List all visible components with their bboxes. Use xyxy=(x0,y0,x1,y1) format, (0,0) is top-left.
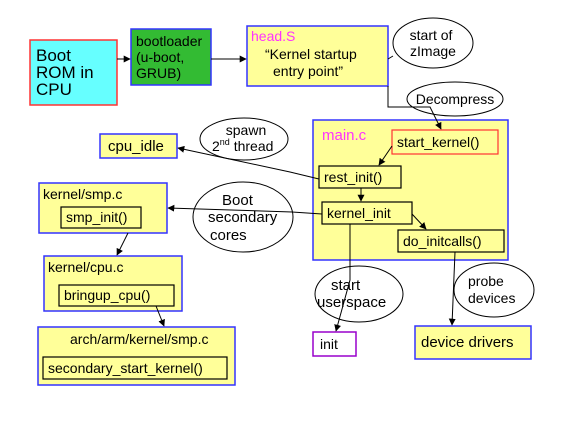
annotation-line: start of xyxy=(410,27,453,43)
start-userspace-annotation: start userspace xyxy=(314,265,404,323)
boot-rom-line: ROM in xyxy=(36,63,94,82)
secondary-start-kernel-label: secondary_start_kernel() xyxy=(48,360,203,376)
arch-arm-smp-title: arch/arm/kernel/smp.c xyxy=(70,331,208,347)
annotation-ellipse xyxy=(199,117,289,161)
arrow-kernel-init-to-do-initcalls xyxy=(411,213,427,230)
svg-text:2nd thread: 2nd thread xyxy=(212,137,273,154)
boot-rom-node: Boot ROM in CPU xyxy=(29,39,118,106)
bootloader-line: bootloader xyxy=(136,33,203,49)
annotation-line: Boot xyxy=(222,192,254,209)
svg-text:Boot secondary cor: Boot secondary cores xyxy=(208,192,281,244)
annotation-ellipse xyxy=(453,262,535,318)
svg-text:start userspace: start userspace xyxy=(317,277,386,311)
arrow-smp-init-to-kernel-cpu xyxy=(116,232,129,256)
kernel-init-box xyxy=(321,201,413,225)
svg-text:probe devices: probe devices xyxy=(468,273,515,306)
device-drivers-label: device drivers xyxy=(421,334,514,351)
svg-text:Boot ROM in CPU: Boot ROM in CPU xyxy=(36,46,98,99)
init-box xyxy=(312,331,357,357)
arrow-head-to-start-kernel xyxy=(387,86,442,130)
bringup-cpu-box xyxy=(58,284,175,307)
bootloader-box xyxy=(130,28,212,86)
annotation-line: spawn xyxy=(226,122,266,138)
annotation-line: Decompress xyxy=(416,91,495,107)
boot-rom-line: Boot xyxy=(36,46,71,65)
annotation-line: userspace xyxy=(317,294,386,311)
kernel-cpu-node: kernel/cpu.c bringup_cpu() xyxy=(43,255,183,312)
arrow-kernel-init-to-smp-init xyxy=(167,204,323,215)
probe-devices-annotation: probe devices xyxy=(453,262,535,318)
kernel-init-label: kernel_init xyxy=(327,205,391,221)
cpu-idle-label: cpu_idle xyxy=(108,138,164,155)
arrow-rest-init-to-cpu-idle xyxy=(177,145,320,180)
main-c-title: main.c xyxy=(322,127,367,144)
bootloader-line: GRUB) xyxy=(136,65,181,81)
device-drivers-box xyxy=(414,325,532,360)
head-s-box xyxy=(246,25,389,87)
arrow-kernel-init-to-init xyxy=(334,224,351,332)
head-s-line: entry point” xyxy=(273,63,343,79)
start-kernel-box xyxy=(391,129,499,155)
spawn-thread-annotation: spawn 2nd thread xyxy=(199,117,289,161)
connectors xyxy=(116,55,456,332)
cpu-idle-node: cpu_idle xyxy=(99,133,178,159)
kernel-smp-node: kernel/smp.c smp_init() xyxy=(38,182,168,234)
do-initcalls-label: do_initcalls() xyxy=(403,233,482,249)
main-c-node: main.c start_kernel() rest_init() kernel… xyxy=(312,119,509,261)
rest-init-label: rest_init() xyxy=(324,169,382,185)
annotation-ellipse xyxy=(314,265,404,323)
annotation-line: probe xyxy=(468,273,504,289)
annotation-ellipse xyxy=(392,17,474,69)
smp-init-box xyxy=(60,206,142,229)
annotation-line: thread xyxy=(230,138,274,154)
annotation-line: secondary xyxy=(208,209,278,226)
svg-text:“Kernel startup entry po: “Kernel startup entry point” xyxy=(265,46,361,79)
start-of-zimage-annotation: start of zImage xyxy=(392,17,474,69)
secondary-start-kernel-box xyxy=(42,356,228,380)
smp-init-label: smp_init() xyxy=(66,209,127,225)
arrow-do-initcalls-to-drivers xyxy=(448,251,456,326)
svg-text:spawn: spawn xyxy=(226,122,266,138)
boot-secondary-annotation: Boot secondary cores xyxy=(192,181,294,253)
annotation-line: devices xyxy=(468,290,515,306)
cpu-idle-box xyxy=(99,133,178,159)
head-s-title: head.S xyxy=(251,28,295,44)
boot-rom-line: CPU xyxy=(36,80,72,99)
line-zimage-to-head xyxy=(387,55,394,60)
arrow-bringup-cpu-to-arch xyxy=(155,305,165,327)
kernel-smp-title: kernel/smp.c xyxy=(43,186,122,202)
head-s-line: “Kernel startup xyxy=(265,46,357,62)
annotation-line: zImage xyxy=(410,43,456,59)
start-kernel-label: start_kernel() xyxy=(397,134,479,150)
svg-text:bootloader (u-boot,: bootloader (u-boot, GRUB) xyxy=(136,33,206,81)
annotation-superscript: nd xyxy=(220,137,230,147)
arrow-start-kernel-to-rest-init xyxy=(378,145,393,166)
svg-text:start of zImage: start of zImage xyxy=(410,27,457,59)
bootloader-line: (u-boot, xyxy=(136,49,184,65)
annotation-line: 2 xyxy=(212,138,220,154)
init-node: init xyxy=(312,331,357,357)
annotation-ellipse xyxy=(192,181,294,253)
rest-init-box xyxy=(318,165,402,189)
head-s-node: head.S “Kernel startup entry point” xyxy=(246,25,389,87)
annotation-line: start xyxy=(331,277,361,294)
do-initcalls-box xyxy=(397,229,505,253)
arch-arm-smp-node: arch/arm/kernel/smp.c secondary_start_ke… xyxy=(37,326,236,386)
device-drivers-node: device drivers xyxy=(414,325,532,360)
decompress-annotation: Decompress xyxy=(406,81,504,117)
bringup-cpu-label: bringup_cpu() xyxy=(64,287,150,303)
init-label: init xyxy=(320,336,338,352)
bootloader-node: bootloader (u-boot, GRUB) xyxy=(130,28,212,86)
kernel-cpu-title: kernel/cpu.c xyxy=(48,259,123,275)
boot-rom-box xyxy=(29,39,118,106)
annotation-ellipse xyxy=(406,81,504,117)
annotation-line: cores xyxy=(210,227,247,244)
